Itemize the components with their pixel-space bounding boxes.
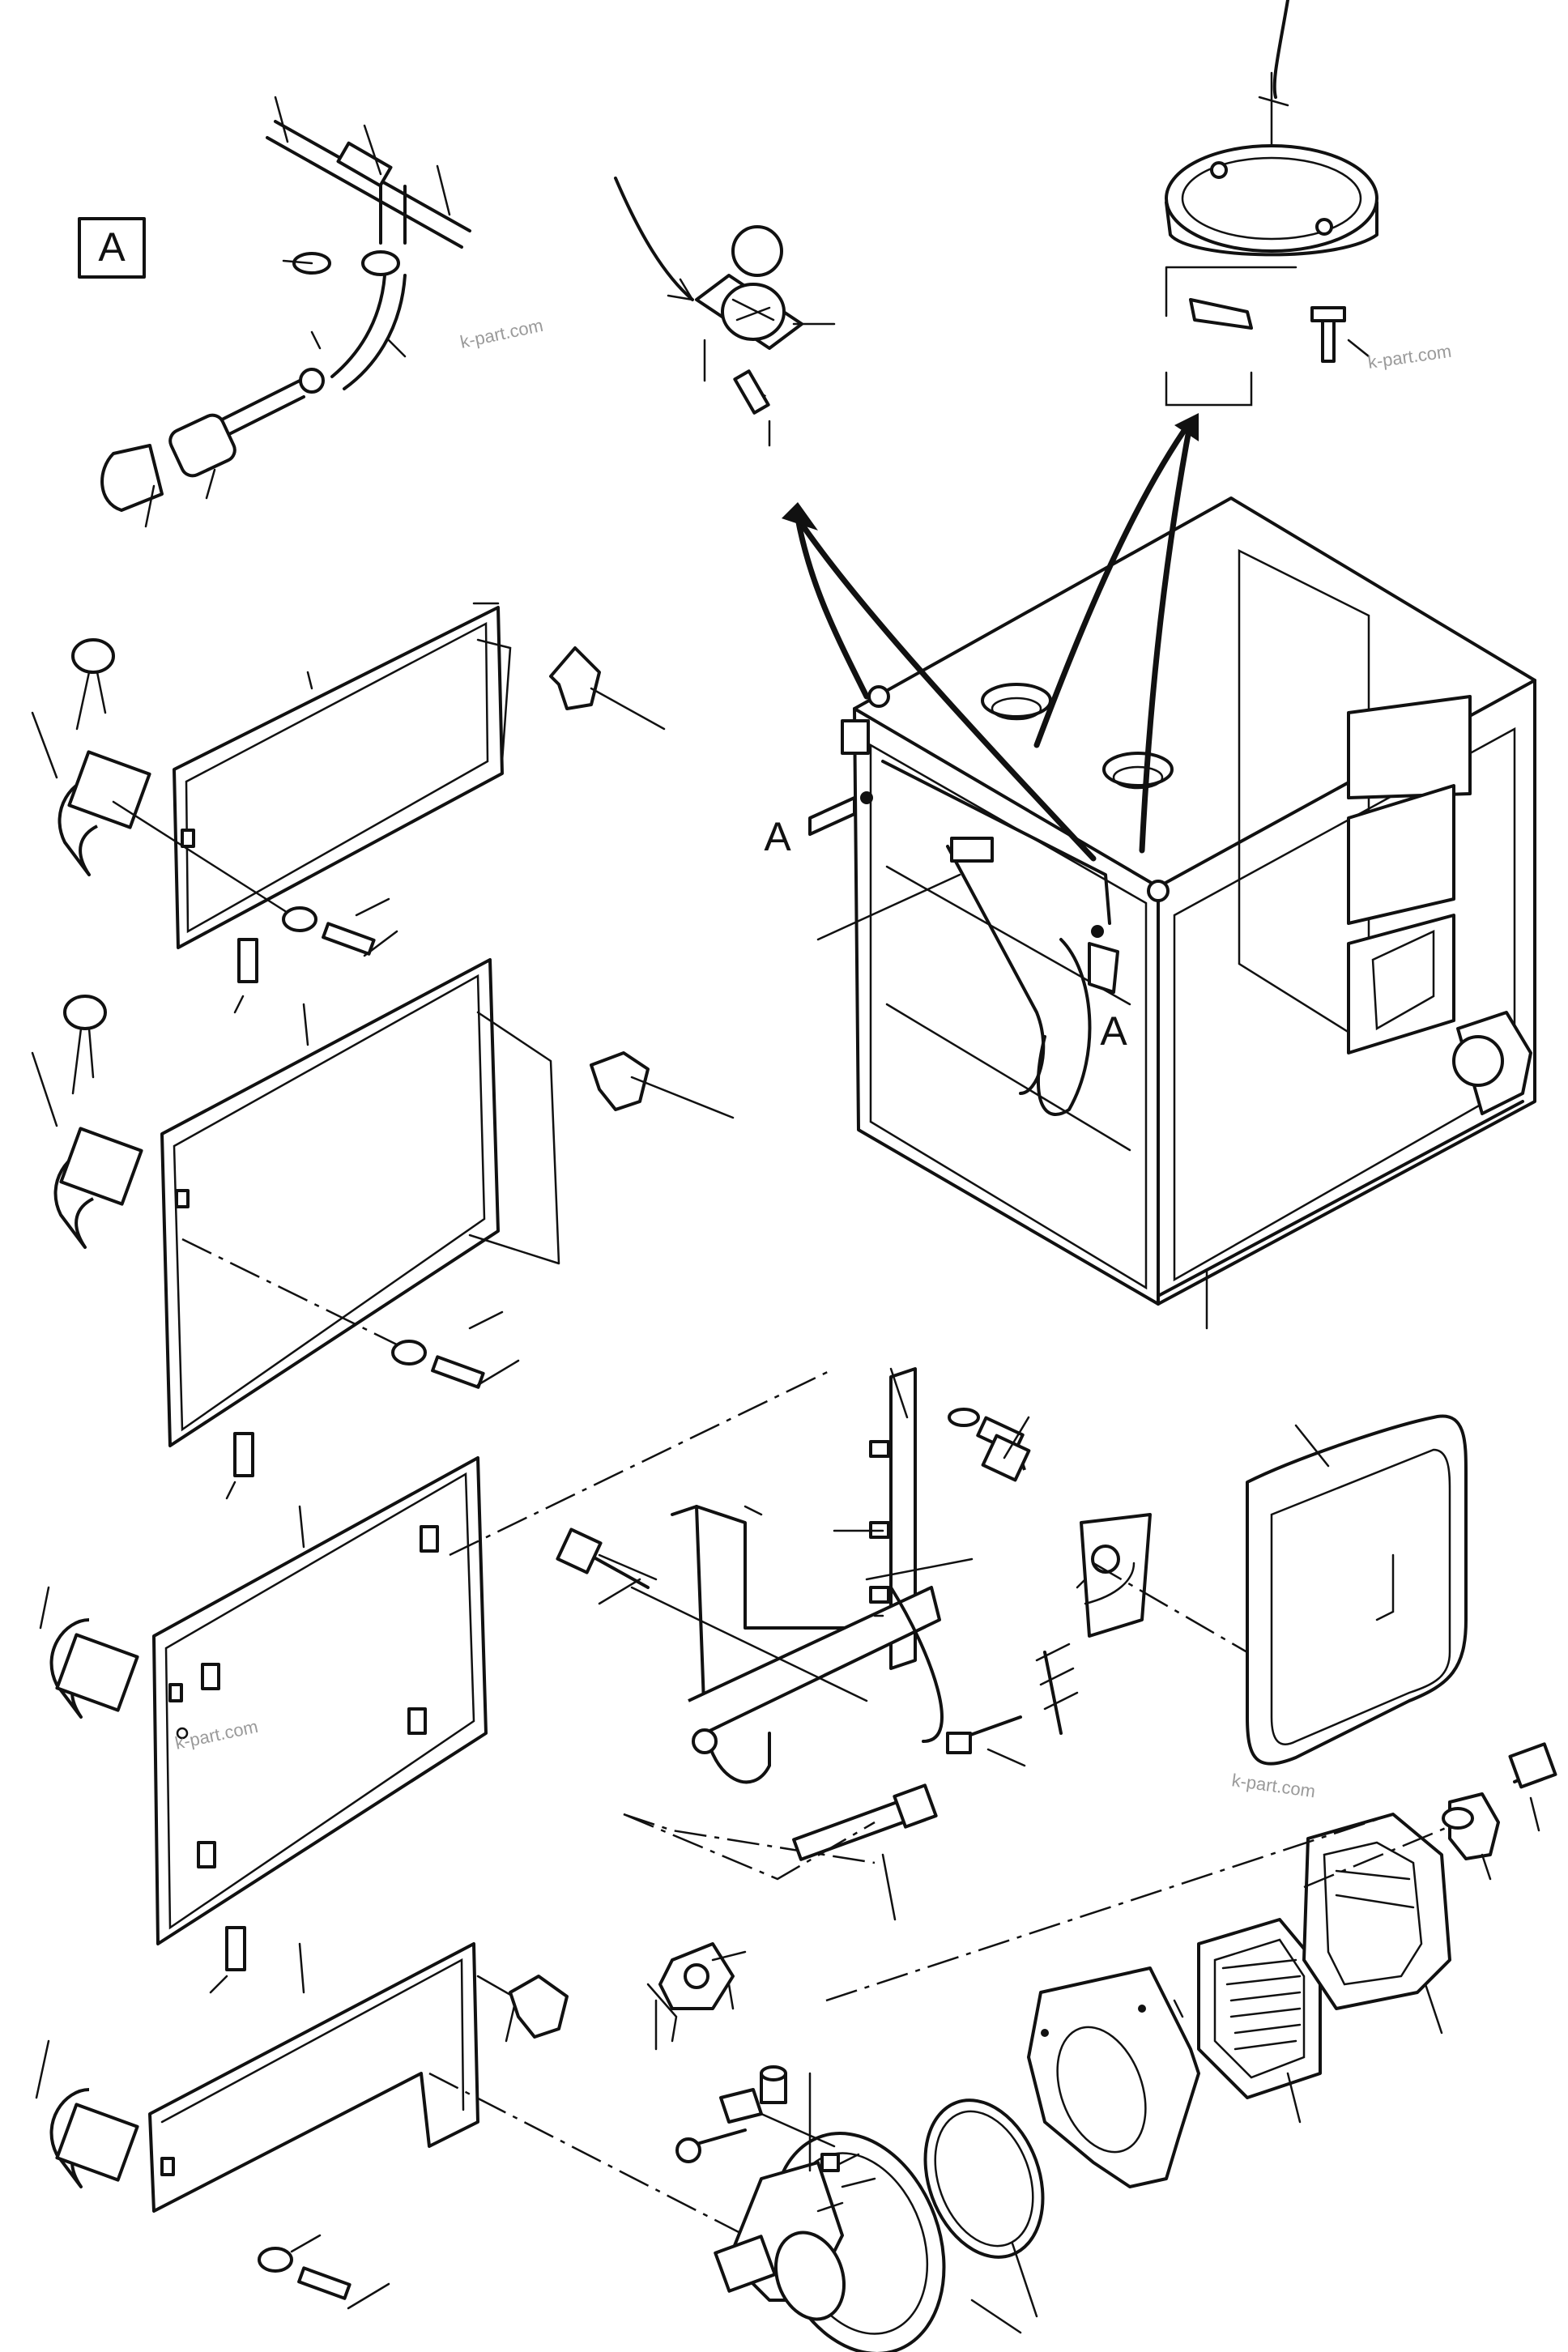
- door-panel-2: [31, 958, 735, 1500]
- arrow-label-a-right: A: [1100, 1008, 1127, 1054]
- door-panel-1: [31, 602, 666, 1014]
- socket-connector: [614, 177, 836, 447]
- door-panel-4: [35, 1942, 746, 2310]
- blower-assembly: [675, 1742, 1557, 2352]
- detail-a-box: A: [78, 217, 146, 279]
- detail-a-label: A: [98, 224, 126, 270]
- watermark-4: k-part.com: [1230, 1770, 1316, 1801]
- watermark-2: k-part.com: [1366, 341, 1452, 373]
- cable-plug-assembly: [100, 96, 471, 528]
- callout-arrows: A A: [764, 413, 1199, 1054]
- watermark-1: k-part.com: [458, 315, 545, 352]
- arrow-label-a-left: A: [764, 814, 791, 859]
- dome-lamp: [1165, 0, 1378, 407]
- door-panel-3: [39, 1367, 835, 1994]
- cab-assembly: [816, 496, 1536, 1330]
- bracket-frame: [556, 1367, 1152, 2051]
- cushion-pad: [1093, 1414, 1468, 1766]
